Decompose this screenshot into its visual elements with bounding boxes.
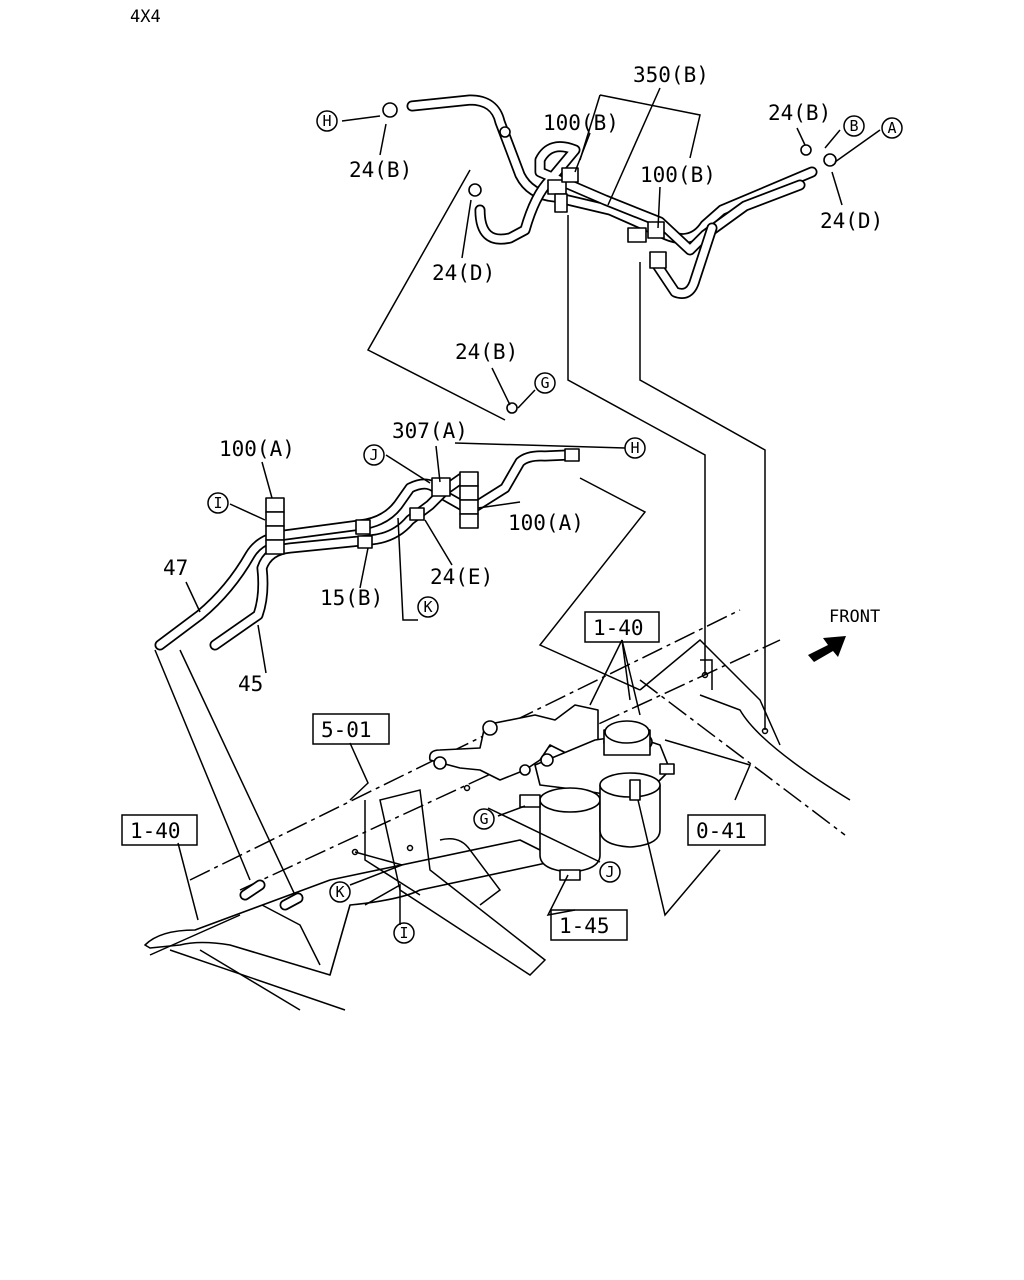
front-arrow-icon xyxy=(808,636,846,662)
connector-a: A xyxy=(887,119,896,137)
ref-1-40-left: 1-40 xyxy=(130,819,181,843)
ref-5-01: 5-01 xyxy=(321,718,372,742)
ref-1-40-mid: 1-40 xyxy=(593,616,644,640)
callout-45: 45 xyxy=(238,672,263,696)
connector-i-low: I xyxy=(399,924,408,942)
callout-24e: 24(E) xyxy=(430,565,493,589)
callout-100a-right: 100(A) xyxy=(508,511,584,535)
callout-100b-right: 100(B) xyxy=(640,163,716,187)
upper-pipe-assembly xyxy=(382,94,837,299)
callout-100a-left: 100(A) xyxy=(219,437,295,461)
ref-0-41: 0-41 xyxy=(696,819,747,843)
connector-k-low: K xyxy=(335,883,344,901)
boxed-references: 1-40 5-01 0-41 1-40 1-45 xyxy=(121,611,766,941)
connector-j-mid: J xyxy=(369,446,378,464)
connector-i-mid: I xyxy=(213,494,222,512)
connector-j-low: J xyxy=(605,863,614,881)
middle-pipe-assembly xyxy=(154,402,580,651)
callout-47: 47 xyxy=(163,556,188,580)
callout-24b-mid: 24(B) xyxy=(455,340,518,364)
callout-24d-right: 24(D) xyxy=(820,209,883,233)
callout-350b: 350(B) xyxy=(633,63,709,87)
variant-label: 4X4 xyxy=(130,7,161,27)
ref-1-45: 1-45 xyxy=(559,914,610,938)
connector-markers: A B H H G G J J I I K K xyxy=(207,110,903,944)
connector-h-mid: H xyxy=(630,439,639,457)
callout-labels: 24(B) 24(D) 100(B) 350(B) 100(B) 24(B) 2… xyxy=(163,63,883,696)
callout-307a: 307(A) xyxy=(392,419,468,443)
connector-k-mid: K xyxy=(423,598,432,616)
callout-24d-left: 24(D) xyxy=(432,261,495,285)
connector-h-top: H xyxy=(322,112,331,130)
frame-and-filter xyxy=(144,609,851,1011)
connector-g-low: G xyxy=(479,810,488,828)
connector-g-mid: G xyxy=(540,374,549,392)
connector-b: B xyxy=(849,117,858,135)
callout-15b: 15(B) xyxy=(320,586,383,610)
callout-24b-top-left: 24(B) xyxy=(349,158,412,182)
callout-24b-right: 24(B) xyxy=(768,101,831,125)
leader-lines xyxy=(154,87,881,925)
front-label: FRONT xyxy=(829,607,880,627)
callout-100b-top: 100(B) xyxy=(543,111,619,135)
